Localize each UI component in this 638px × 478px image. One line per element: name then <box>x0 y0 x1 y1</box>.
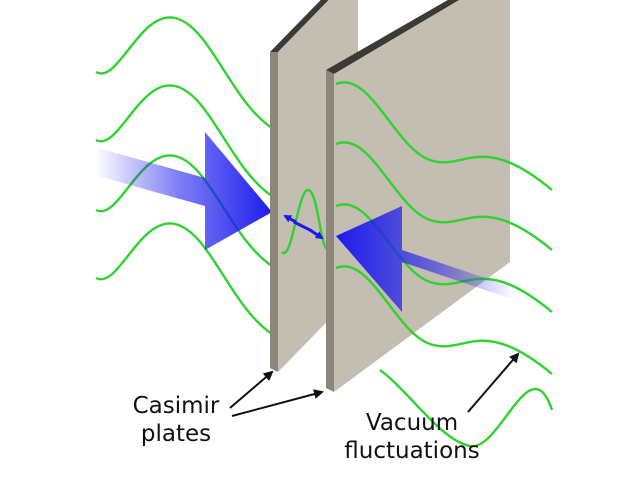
label-plates: plates <box>141 421 211 447</box>
right-wave-4 <box>335 265 553 375</box>
label-vacuum: Vacuum <box>366 410 458 436</box>
left-vacuum-waves <box>95 16 273 335</box>
plate-left-top-edge <box>270 0 329 52</box>
left-wave-2 <box>95 84 273 197</box>
pointer-plate-left <box>229 370 274 409</box>
right-wave-3 <box>335 203 553 313</box>
plate-right-top-edge <box>326 0 460 74</box>
right-vacuum-waves <box>335 81 554 448</box>
label-casimir: Casimir <box>133 393 220 419</box>
left-wave-1 <box>95 16 273 129</box>
casimir-plate-right <box>326 0 510 392</box>
pointer-vacuum-fluctuations <box>467 352 520 413</box>
right-wave-1 <box>335 81 553 191</box>
pointer-plate-right <box>231 389 324 417</box>
plate-right-face <box>334 0 510 392</box>
plate-left-side <box>270 52 278 372</box>
plate-right-side <box>326 70 334 392</box>
label-fluctuations: fluctuations <box>344 438 479 464</box>
right-wave-5 <box>379 369 554 448</box>
left-wave-4 <box>95 222 273 335</box>
label-pointers <box>229 352 520 417</box>
right-wave-2 <box>335 141 553 251</box>
inner-double-arrow <box>283 214 324 240</box>
right-force-arrow <box>336 206 515 312</box>
left-wave-3 <box>95 154 273 267</box>
left-force-arrow <box>98 132 272 250</box>
